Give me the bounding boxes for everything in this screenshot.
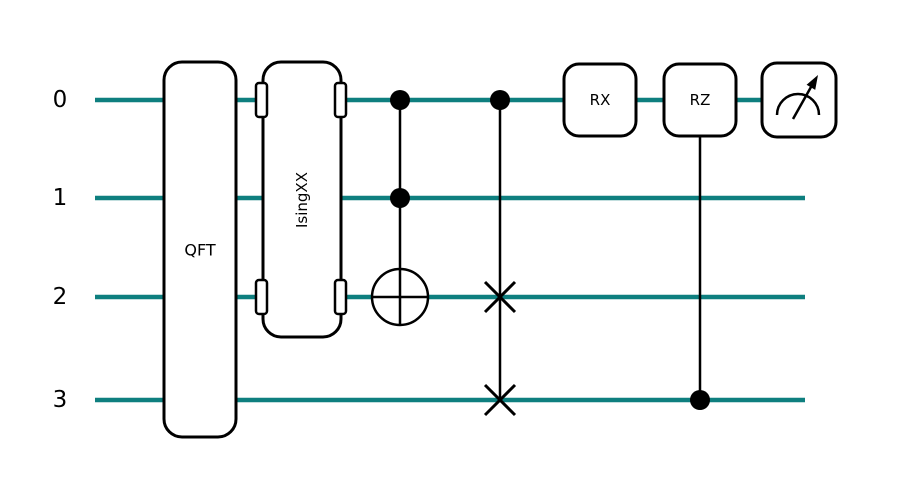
rx-gate: RX	[562, 62, 638, 138]
qft-gate: QFT	[162, 60, 238, 439]
swap-cross-wire2-icon	[483, 280, 517, 314]
wire-label-2: 2	[53, 284, 68, 310]
isingxx-notch-left-wire2	[254, 278, 269, 316]
rx-gate-label: RX	[590, 91, 611, 109]
isingxx-notch-right-wire2	[333, 278, 348, 316]
cswap-gate	[483, 90, 517, 417]
control-dot-wire1-icon	[390, 188, 410, 208]
toffoli-gate	[370, 90, 430, 327]
rz-gate-label: RZ	[690, 91, 711, 109]
swap-cross-wire3-icon	[483, 383, 517, 417]
measurement-gauge-icon	[775, 75, 821, 120]
crz-control-dot-icon	[690, 390, 710, 410]
qft-gate-box	[162, 60, 238, 439]
isingxx-notch-right-wire0	[333, 81, 348, 119]
cswap-control-dot-icon	[490, 90, 510, 110]
control-dot-wire0-icon	[390, 90, 410, 110]
wire-label-3: 3	[53, 387, 68, 413]
rx-gate-box	[562, 62, 638, 138]
wire-labels: 0 1 2 3	[53, 87, 68, 413]
wire-label-1: 1	[53, 185, 68, 211]
isingxx-notch-left-wire0	[254, 81, 269, 119]
wire-label-0: 0	[53, 87, 68, 113]
rz-gate-box	[662, 62, 738, 138]
crz-gate: RZ	[662, 62, 738, 410]
measurement-gate	[760, 61, 838, 139]
isingxx-gate: IsingXX	[254, 60, 348, 339]
isingxx-gate-label: IsingXX	[293, 172, 311, 228]
isingxx-gate-box	[261, 60, 343, 339]
measurement-box	[760, 61, 838, 139]
qft-gate-label: QFT	[184, 241, 216, 260]
